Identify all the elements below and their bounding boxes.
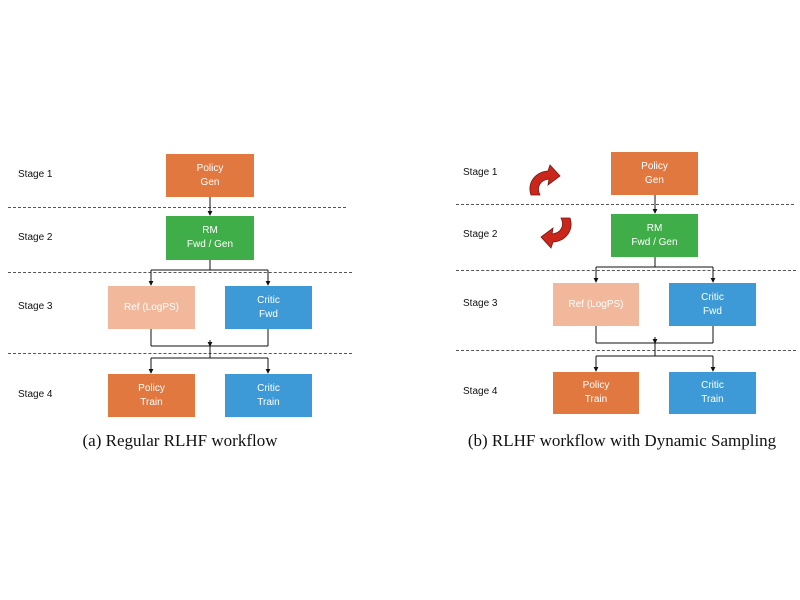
critic-train-box: Critic Train (225, 374, 312, 417)
box-line: Policy (138, 382, 165, 394)
box-line: Train (701, 394, 724, 405)
panel-dynamic-sampling: Stage 1 Stage 2 Stage 3 Stage 4 Policy (400, 0, 800, 600)
stage-3-label: Stage 3 (463, 298, 498, 309)
policy-train-box: Policy Train (108, 374, 195, 417)
stage-2-label: Stage 2 (18, 232, 53, 243)
connector-arrows (529, 164, 716, 372)
circular-arrows-icon (529, 164, 572, 249)
box-line: Ref (LogPS) (123, 301, 180, 313)
stage-4-label: Stage 4 (18, 389, 53, 400)
critic-fwd-box: Critic Fwd (669, 283, 756, 326)
connector-arrows (148, 197, 271, 374)
stage-divider (8, 272, 352, 273)
stage-divider (8, 353, 352, 354)
stage-divider (456, 350, 796, 351)
ref-box: Ref (LogPS) (108, 286, 195, 329)
stage-1-label: Stage 1 (463, 167, 498, 178)
box-line: Critic (701, 291, 724, 303)
stage-4-label: Stage 4 (463, 386, 498, 397)
box-line: Fwd (259, 308, 278, 320)
critic-fwd-box: Critic Fwd (225, 286, 312, 329)
stage-divider (8, 207, 346, 208)
stage-divider (456, 270, 796, 271)
policy-train-box: Policy Train (553, 372, 639, 414)
caption-b: (b) RLHF workflow with Dynamic Sampling (467, 431, 777, 450)
rm-box: RM Fwd / Gen (166, 216, 254, 260)
box-line: RM (202, 225, 218, 236)
rm-box: RM Fwd / Gen (611, 214, 698, 257)
ref-box: Ref (LogPS) (553, 283, 639, 326)
box-line: Policy (641, 160, 668, 172)
stage-1-label: Stage 1 (18, 169, 53, 180)
caption-a: (a) Regular RLHF workflow (82, 431, 278, 450)
box-line: Gen (645, 174, 664, 186)
stage-3-label: Stage 3 (18, 301, 53, 312)
box-line: Critic (257, 382, 280, 394)
box-line: Policy (582, 380, 610, 391)
stage-2-label: Stage 2 (463, 229, 498, 240)
box-line: Fwd / Gen (186, 239, 234, 250)
box-line: Gen (200, 176, 220, 188)
policy-gen-box: Policy Gen (611, 152, 698, 195)
stage-divider (456, 204, 794, 205)
box-line: Critic (701, 380, 724, 391)
box-line: Critic (257, 294, 280, 306)
box-line: Fwd (703, 305, 722, 317)
box-line: Train (140, 396, 163, 408)
panel-regular-rlhf: Stage 1 Stage 2 Stage 3 Stage 4 Policy G… (8, 154, 352, 450)
box-line: Ref (LogPS) (568, 298, 624, 310)
policy-gen-box: Policy Gen (166, 154, 254, 197)
box-line: Train (584, 394, 608, 405)
box-line: Fwd / Gen (631, 236, 678, 248)
box-line: Policy (196, 162, 224, 174)
critic-train-box: Critic Train (669, 372, 756, 414)
box-line: Train (257, 396, 280, 408)
box-line: RM (646, 222, 663, 234)
